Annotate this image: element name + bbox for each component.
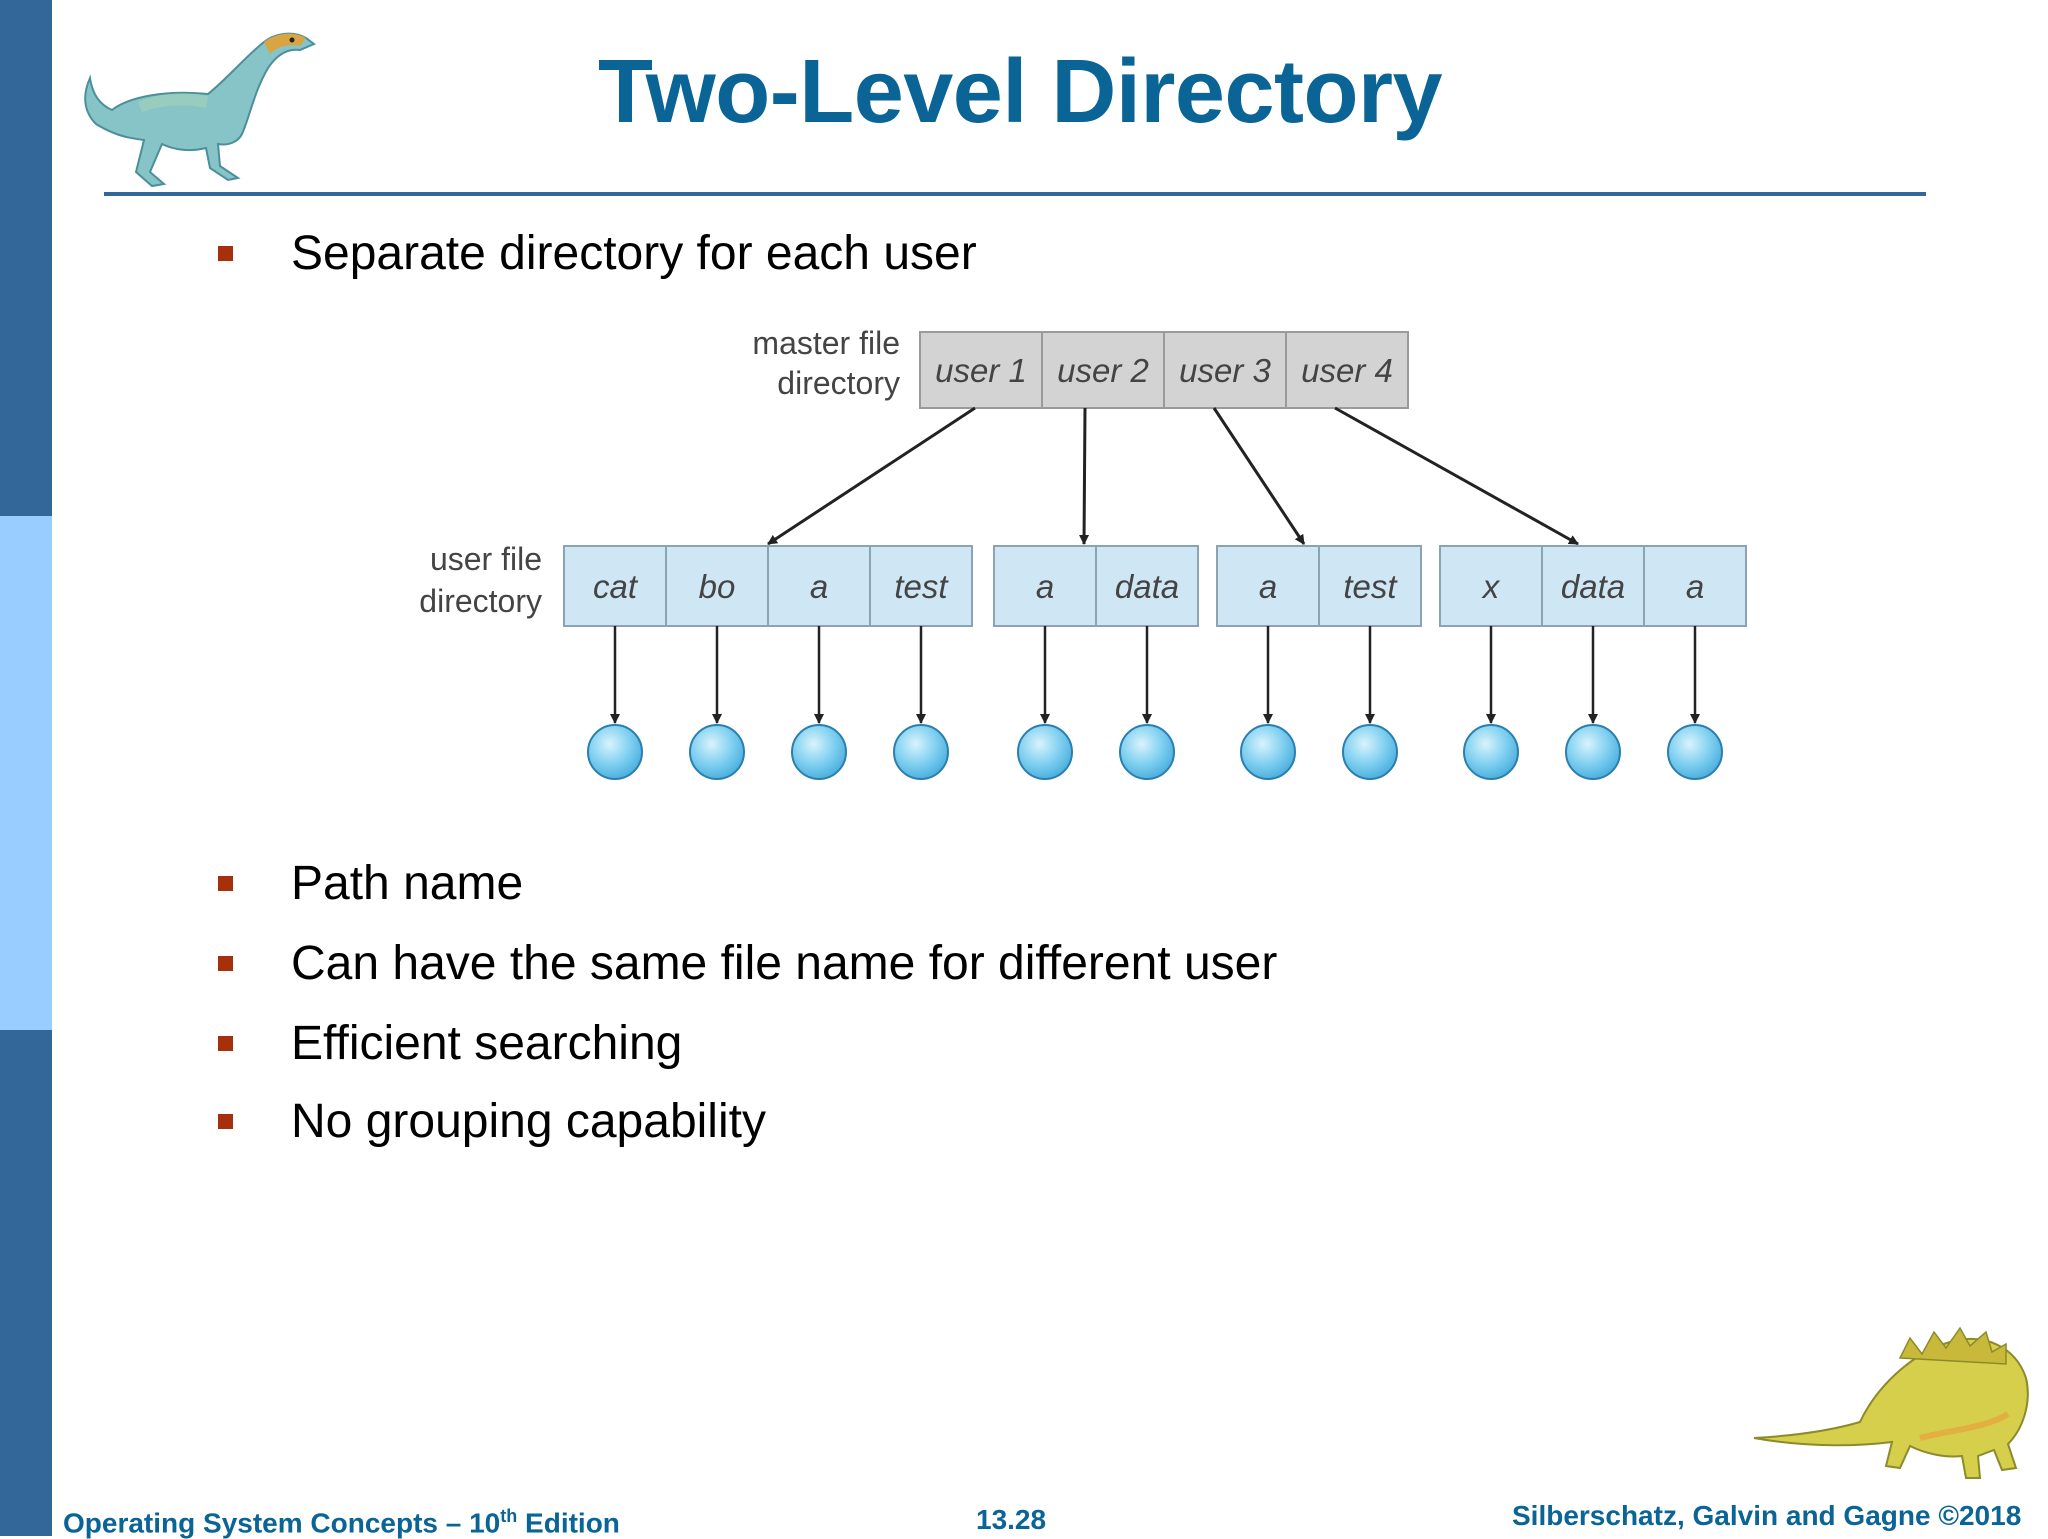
master-directory-entry: user 4 <box>1301 352 1393 389</box>
master-directory-cell <box>1041 331 1165 409</box>
user-directory-entry: data <box>1561 568 1625 605</box>
file-node <box>1342 724 1398 780</box>
user-directory-cell <box>665 545 769 627</box>
footer-book-title-sup: th <box>500 1506 518 1526</box>
user-directory-entry: test <box>894 568 949 605</box>
file-node <box>689 724 745 780</box>
user-directory-label-line1: user file <box>430 541 542 577</box>
file-node <box>1667 724 1723 780</box>
user-directory-label-line2: directory <box>419 583 542 619</box>
master-directory-entry: user 3 <box>1179 352 1271 389</box>
bullet-item: Path name <box>0 854 1400 914</box>
dinosaur-logo-bottom <box>1753 1326 2029 1479</box>
bullet-square-icon <box>218 246 233 261</box>
user-directory-entry: data <box>1115 568 1179 605</box>
dinosaur-logo-top <box>84 32 316 188</box>
bullet-item: No grouping capability <box>0 1092 1400 1152</box>
bullet-item: Can have the same file name for differen… <box>0 934 1400 994</box>
file-node <box>1119 724 1175 780</box>
user-directory-cell <box>563 545 667 627</box>
two-level-directory-diagram: master file directory user file director… <box>400 320 1750 800</box>
user-directory-entry: test <box>1343 568 1398 605</box>
footer-book-title-suffix: Edition <box>517 1507 620 1539</box>
title-divider <box>104 192 1926 196</box>
page-title: Two-Level Directory <box>597 42 1443 142</box>
bullet-text: Separate directory for each user <box>291 227 977 280</box>
file-nodes <box>587 724 1723 780</box>
user-directory-entry: cat <box>593 568 639 605</box>
directory-links <box>610 406 1700 724</box>
file-node <box>1240 724 1296 780</box>
file-node <box>587 724 643 780</box>
footer-page-number: 13.28 <box>976 1504 1047 1535</box>
master-directory-cell <box>1285 331 1409 409</box>
user-directory-cell <box>767 545 871 627</box>
bullet-text: Efficient searching <box>291 1017 683 1070</box>
master-directory-cell <box>1163 331 1287 409</box>
bullet-text: No grouping capability <box>291 1095 766 1148</box>
master-file-directory: user 1 user 2 user 3 user 4 <box>919 331 1409 409</box>
bullet-square-icon <box>218 1036 233 1051</box>
user-directory-entry: a <box>810 568 828 605</box>
user-directory-entry: a <box>1036 568 1054 605</box>
user-directory-cell <box>1643 545 1747 627</box>
file-node <box>1017 724 1073 780</box>
bullet-square-icon <box>218 956 233 971</box>
bullet-item: Separate directory for each user <box>0 224 1400 284</box>
master-to-user-arrow <box>1079 407 1090 545</box>
user-file-directories: cat bo a test a data a test x data a <box>563 545 1747 627</box>
master-directory-cell <box>919 331 1043 409</box>
sidebar-segment-top <box>0 0 52 516</box>
file-node <box>893 724 949 780</box>
bullet-square-icon <box>218 876 233 891</box>
directory-diagram-svg: master file directory user file director… <box>419 325 1747 780</box>
bullet-square-icon <box>218 1114 233 1129</box>
user-directory-entry: bo <box>699 568 736 605</box>
footer-book-title: Operating System Concepts – 10th Edition <box>63 1506 620 1539</box>
footer-book-title-prefix: Operating System Concepts – 10 <box>63 1507 501 1539</box>
user-directory-cell <box>1095 545 1199 627</box>
footer-copyright: Silberschatz, Galvin and Gagne ©2018 <box>1512 1500 2022 1531</box>
file-node <box>1565 724 1621 780</box>
master-directory-label-line2: directory <box>777 365 900 401</box>
user-directory-cell <box>869 545 973 627</box>
master-to-user-arrow <box>1212 407 1306 545</box>
bullet-text: Can have the same file name for differen… <box>291 937 1278 990</box>
master-to-user-arrow <box>1334 406 1579 546</box>
user-directory-cell <box>1541 545 1645 627</box>
sidebar-stripe <box>0 0 52 1536</box>
user-directory-cell <box>1318 545 1422 627</box>
master-directory-entry: user 1 <box>935 352 1027 389</box>
master-directory-label-line1: master file <box>752 325 900 361</box>
user-directory-cell <box>1439 545 1543 627</box>
user-directory-entry: x <box>1481 568 1501 605</box>
master-to-user-arrow <box>767 406 976 546</box>
user-directory-entry: a <box>1686 568 1704 605</box>
master-directory-entry: user 2 <box>1057 352 1149 389</box>
user-directory-entry: a <box>1259 568 1277 605</box>
sidebar-segment-bottom <box>0 1030 52 1536</box>
user-directory-cell <box>993 545 1097 627</box>
sidebar-segment-middle <box>0 516 52 1030</box>
bullet-list: Separate directory for each user Path na… <box>0 224 1400 1152</box>
file-node <box>1463 724 1519 780</box>
file-node <box>791 724 847 780</box>
bullet-item: Efficient searching <box>0 1014 1400 1074</box>
bullet-text: Path name <box>291 857 524 910</box>
